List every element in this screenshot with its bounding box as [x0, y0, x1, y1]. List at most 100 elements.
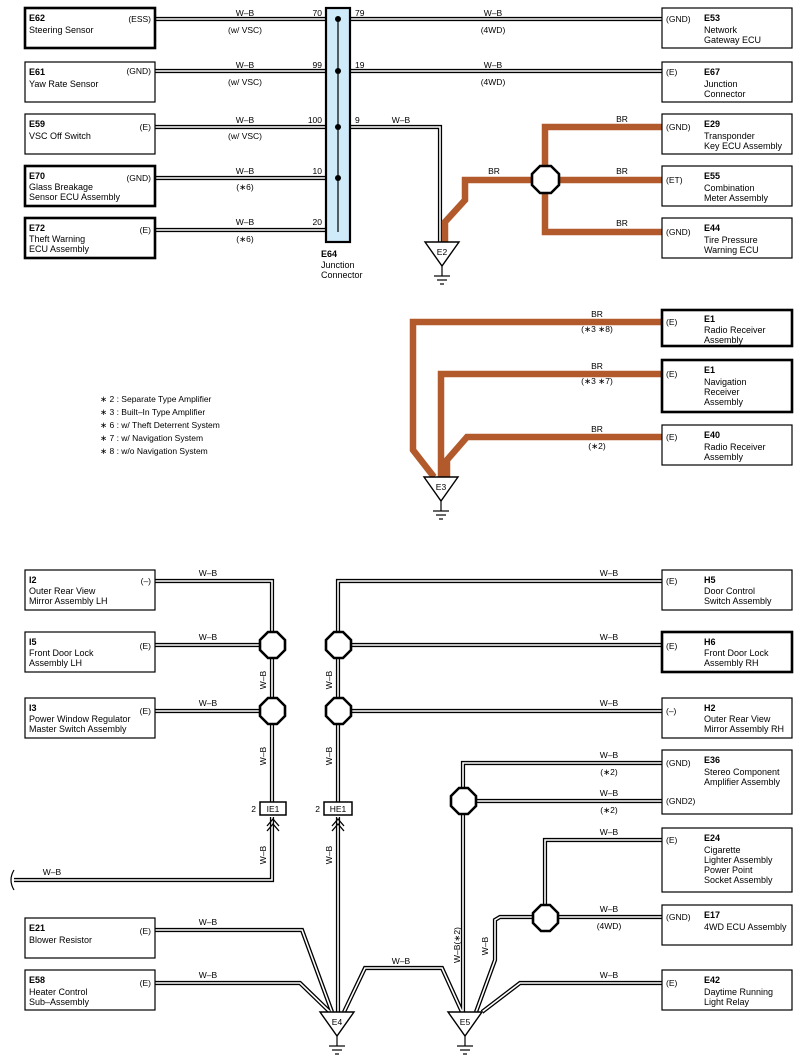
connector-arrow-icon: [266, 818, 280, 832]
component-name: Key ECU Assembly: [704, 141, 783, 151]
component-e70: E70 Glass Breakage Sensor ECU Assembly (…: [23, 164, 157, 208]
pin-number: 10: [313, 166, 323, 176]
component-name: VSC Off Switch: [29, 131, 91, 141]
wire-color-label: BR: [616, 166, 628, 176]
wire-color-label: BR: [591, 309, 603, 319]
component-h5: H5 Door Control Switch Assembly (E): [661, 569, 793, 611]
component-e67: E67 Junction Connector (E): [661, 61, 793, 103]
pin-label: (E): [666, 576, 678, 586]
component-e61: E61 Yaw Rate Sensor (GND): [24, 61, 156, 103]
pin-label: (E): [140, 926, 152, 936]
component-code: E36: [704, 755, 720, 765]
pin-label: (GND2): [666, 796, 695, 806]
component-name: Door Control: [704, 586, 755, 596]
wire-color-label: W–B: [600, 750, 619, 760]
component-code: E24: [704, 833, 720, 843]
component-e29: E29 Transponder Key ECU Assembly (GND): [661, 113, 793, 155]
wire-color-label: W–B(∗2): [452, 927, 462, 963]
condition-label: (∗6): [236, 182, 254, 192]
wire-color-label: W–B: [324, 670, 334, 689]
wire-color-label: W–B: [484, 8, 503, 18]
component-code: E62: [29, 13, 45, 23]
pin-number: 79: [355, 8, 365, 18]
wire-color-label: BR: [591, 361, 603, 371]
condition-label: (∗2): [600, 805, 618, 815]
component-name: Power Point: [704, 865, 753, 875]
wire-color-label: W–B: [236, 217, 255, 227]
component-code: E72: [29, 223, 45, 233]
junction-name-line1: Junction: [321, 260, 355, 270]
component-code: E42: [704, 975, 720, 985]
footnote: ∗ 6 : w/ Theft Deterrent System: [100, 420, 220, 430]
splice-point: [258, 696, 287, 726]
section-e4-e5-grounds: IE1 2 HE1 2 W–B W–B W–B W–B W–B W–B W–B …: [10, 568, 662, 1014]
component-e40: E40 Radio Receiver Assembly (E): [661, 424, 793, 466]
ground-code: E4: [332, 1017, 343, 1027]
pin-label: (GND): [666, 122, 691, 132]
component-name: Amplifier Assembly: [704, 777, 781, 787]
component-name: Tire Pressure: [704, 235, 758, 245]
wire-break-icon: [10, 869, 15, 891]
condition-label: (∗2): [600, 767, 618, 777]
condition-label: (4WD): [481, 25, 506, 35]
component-name: Combination: [704, 183, 755, 193]
component-name: Assembly RH: [704, 658, 759, 668]
ground-e4: E4: [318, 1011, 356, 1055]
component-name: Mirror Assembly LH: [29, 596, 108, 606]
component-e1-navigation: E1 Navigation Receiver Assembly (E): [660, 358, 794, 414]
component-code: E59: [29, 119, 45, 129]
wire-color-label: W–B: [236, 8, 255, 18]
component-i3: I3 Power Window Regulator Master Switch …: [24, 697, 156, 739]
component-name: Sub–Assembly: [29, 997, 90, 1007]
component-code: E1: [704, 365, 715, 375]
component-name: Receiver: [704, 387, 740, 397]
footnotes: ∗ 2 : Separate Type Amplifier ∗ 3 : Buil…: [100, 394, 220, 456]
pin-label: (ET): [666, 175, 683, 185]
pin-number: 19: [355, 60, 365, 70]
component-i2: I2 Outer Rear View Mirror Assembly LH (–…: [24, 569, 156, 611]
component-code: E61: [29, 67, 45, 77]
wire-color-label: W–B: [600, 827, 619, 837]
component-name: Master Switch Assembly: [29, 724, 127, 734]
component-code: E67: [704, 67, 720, 77]
component-name: Outer Rear View: [704, 714, 771, 724]
pin-label: (E): [666, 432, 678, 442]
condition-label: (w/ VSC): [228, 77, 262, 87]
component-name: Theft Warning: [29, 234, 85, 244]
wire-color-label: W–B: [600, 970, 619, 980]
condition-label: (4WD): [597, 921, 622, 931]
wire-color-label: W–B: [199, 917, 218, 927]
ground-e5: E5: [446, 1011, 484, 1055]
component-code: E58: [29, 975, 45, 985]
pin-label: (E): [666, 641, 678, 651]
component-name: Transponder: [704, 131, 755, 141]
pin-number: 70: [313, 8, 323, 18]
component-name: Stereo Component: [704, 767, 780, 777]
component-name: Switch Assembly: [704, 596, 772, 606]
pin-label: (E): [666, 978, 678, 988]
wire-color-label: W–B: [600, 568, 619, 578]
wb-wires-section1: [155, 16, 662, 242]
component-code: E44: [704, 223, 720, 233]
wire-color-label: W–B: [600, 632, 619, 642]
condition-label: (∗6): [236, 234, 254, 244]
component-i5: I5 Front Door Lock Assembly LH (E): [24, 631, 156, 673]
component-code: E21: [29, 923, 45, 933]
component-code: I3: [29, 703, 37, 713]
pin-label: (GND): [126, 173, 151, 183]
component-name: Connector: [704, 89, 746, 99]
component-e1-radio: E1 Radio Receiver Assembly (E): [660, 308, 794, 348]
component-e17: E17 4WD ECU Assembly (GND): [661, 904, 793, 946]
pin-number: 99: [313, 60, 323, 70]
component-name: Network: [704, 25, 738, 35]
pin-label: (GND): [126, 66, 151, 76]
pin-number: 20: [313, 217, 323, 227]
wire-color-label: W–B: [258, 845, 268, 864]
component-h6: H6 Front Door Lock Assembly RH (E): [660, 630, 794, 674]
wire-color-label: W–B: [600, 698, 619, 708]
pin-label: (E): [666, 369, 678, 379]
pin-label: (–): [141, 576, 152, 586]
wire-color-label: W–B: [480, 936, 490, 955]
pin-label: (E): [140, 978, 152, 988]
component-e44: E44 Tire Pressure Warning ECU (GND): [661, 217, 793, 259]
